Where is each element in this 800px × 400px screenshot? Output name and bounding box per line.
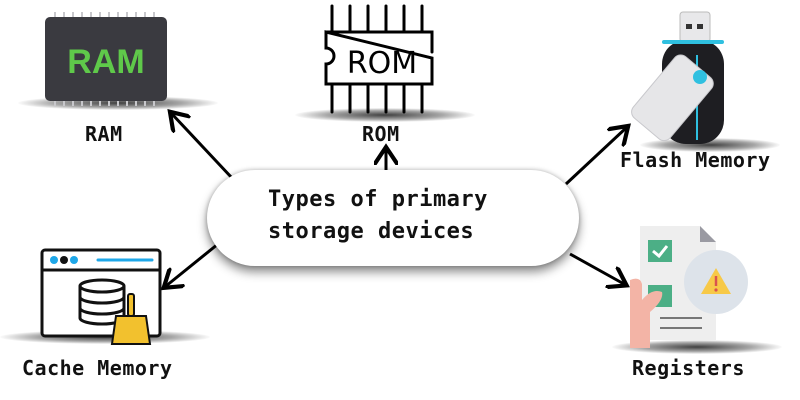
central-title-line-1: Types of primary — [268, 187, 488, 212]
registers-shadow — [612, 340, 782, 354]
cache-label: Cache Memory — [22, 356, 173, 380]
ram-label: RAM — [85, 122, 123, 146]
central-title: Types of primary storage devices — [268, 184, 488, 248]
central-node — [207, 170, 579, 266]
arrow-to-flash — [564, 128, 626, 186]
arrow-to-ram — [172, 114, 234, 180]
arrow-to-cache — [166, 242, 219, 286]
rom-label: ROM — [362, 122, 400, 146]
ram-shadow — [18, 96, 218, 110]
registers-label: Registers — [632, 356, 745, 380]
rom-shadow — [295, 108, 475, 122]
central-title-line-2: storage devices — [268, 219, 475, 244]
flash-label: Flash Memory — [620, 148, 771, 172]
cache-shadow — [0, 330, 210, 344]
arrow-to-registers — [569, 252, 624, 284]
